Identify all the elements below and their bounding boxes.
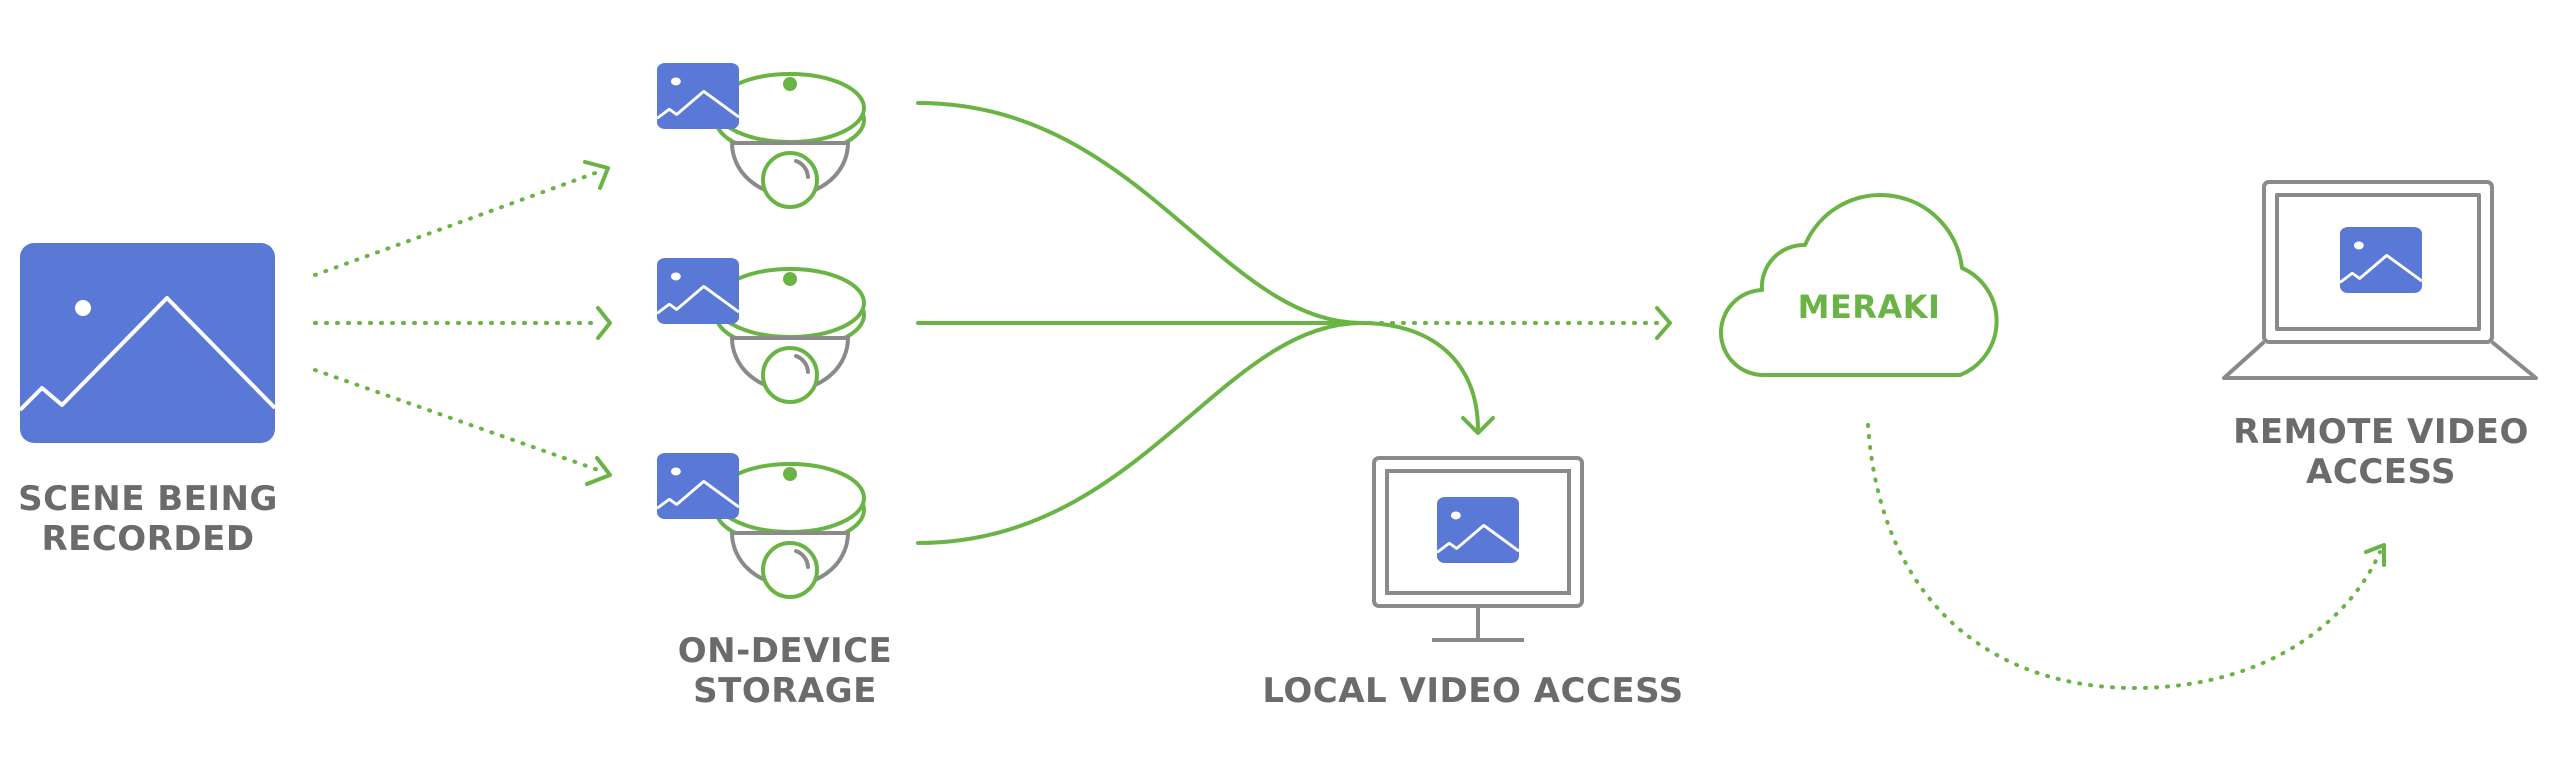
arrow-lower — [313, 368, 600, 472]
remote-label-line1: REMOTE VIDEO — [2233, 412, 2529, 452]
camera-image-icon — [655, 61, 741, 131]
scene-to-camera-arrows — [313, 160, 612, 486]
local-arrow-head — [1461, 416, 1495, 435]
remote-label-line2: ACCESS — [2306, 452, 2456, 492]
scene-label-line1: SCENE BEING — [18, 479, 278, 519]
laptop-image-icon — [2338, 225, 2424, 295]
laptop-icon — [2222, 180, 2538, 380]
camera-2 — [655, 256, 866, 404]
camera-3 — [655, 451, 866, 599]
cloud-arrow-head — [1655, 306, 1672, 340]
line-from-camera-3 — [916, 321, 1364, 545]
line-to-local-monitor — [1360, 321, 1480, 432]
scene-image-icon — [18, 243, 277, 443]
line-from-camera-1 — [916, 101, 1364, 325]
camera-1 — [655, 61, 866, 209]
storage-label-line1: ON-DEVICE — [678, 631, 893, 671]
converging-lines — [916, 101, 1672, 545]
arrow-lower-head — [585, 456, 612, 486]
camera-image-icon — [655, 451, 741, 521]
camera-image-icon — [655, 256, 741, 326]
monitor-image-icon — [1435, 495, 1521, 565]
cloud-to-laptop-arrow — [1866, 423, 2386, 691]
desktop-monitor-icon — [1372, 456, 1584, 642]
arrow-upper-head — [583, 160, 610, 190]
local-access-label: LOCAL VIDEO ACCESS — [1262, 671, 1683, 711]
cloud-label: MERAKI — [1798, 288, 1941, 326]
arrow-upper — [313, 170, 600, 277]
scene-label-line2: RECORDED — [41, 519, 254, 559]
cloud-icon — [1718, 193, 1999, 378]
storage-label-line2: STORAGE — [693, 671, 877, 711]
arrow-middle-head — [596, 306, 612, 340]
